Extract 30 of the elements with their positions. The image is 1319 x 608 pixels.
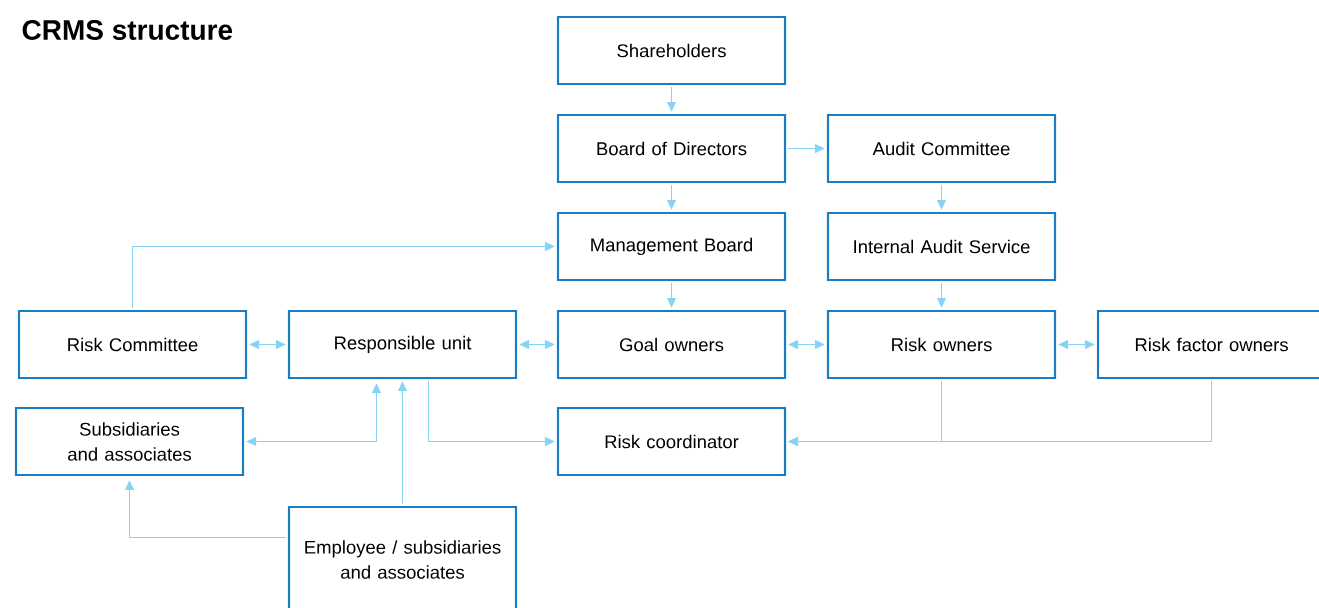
process-box: Goal owners bbox=[556, 309, 787, 380]
process-box: Risk factor owners bbox=[1096, 309, 1319, 380]
arrow bbox=[667, 86, 676, 112]
process-box: Internal Audit Service bbox=[826, 211, 1057, 282]
arrow bbox=[1058, 340, 1095, 349]
arrow bbox=[519, 340, 555, 349]
arrow bbox=[246, 383, 381, 446]
process-box: Employee / subsidiaries and associates bbox=[287, 505, 518, 608]
arrow bbox=[667, 282, 676, 308]
arrow bbox=[788, 380, 942, 446]
process-box: Risk owners bbox=[826, 309, 1057, 380]
process-box: Subsidiaries and associates bbox=[14, 406, 245, 477]
process-box: Risk Committee bbox=[17, 309, 248, 380]
title: CRMS structure bbox=[22, 20, 233, 40]
arrow bbox=[787, 144, 825, 153]
arrow bbox=[788, 340, 825, 349]
arrow bbox=[667, 184, 676, 210]
process-box: Management Board bbox=[556, 211, 787, 282]
process-box: Board of Directors bbox=[556, 113, 787, 184]
process-box: Audit Committee bbox=[826, 113, 1057, 184]
process-box: Responsible unit bbox=[287, 309, 518, 380]
arrow bbox=[132, 242, 555, 309]
arrow bbox=[937, 184, 946, 210]
arrow bbox=[428, 380, 555, 446]
process-box: Shareholders bbox=[556, 15, 787, 86]
arrow bbox=[249, 340, 286, 349]
arrow bbox=[398, 381, 407, 505]
arrow bbox=[125, 480, 287, 538]
arrow bbox=[937, 282, 946, 308]
process-box: Risk coordinator bbox=[556, 406, 787, 477]
